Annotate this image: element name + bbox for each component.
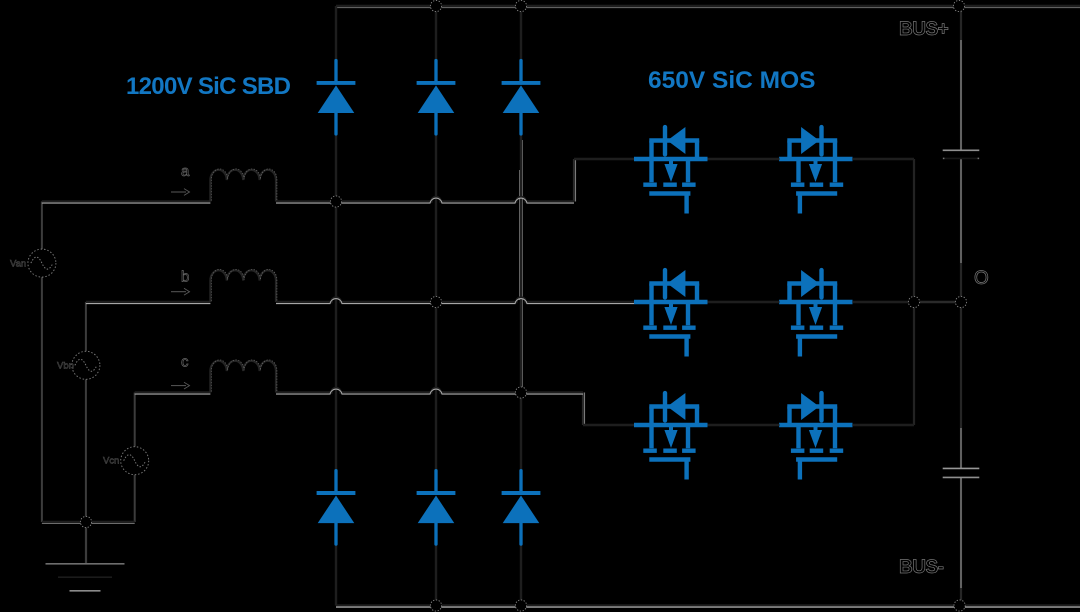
svg-text:b: b: [181, 269, 189, 286]
svg-text:Vcn: Vcn: [103, 456, 119, 467]
svg-text:c: c: [181, 354, 189, 371]
svg-text:650V SiC MOS: 650V SiC MOS: [648, 67, 815, 94]
svg-text:BUS+: BUS+: [899, 19, 949, 40]
svg-text:BUS-: BUS-: [899, 557, 944, 578]
svg-text:Van: Van: [10, 259, 26, 270]
svg-text:O: O: [974, 268, 989, 289]
svg-text:Vbn: Vbn: [57, 361, 74, 372]
svg-text:1200V SiC SBD: 1200V SiC SBD: [126, 73, 291, 100]
svg-text:a: a: [181, 163, 190, 180]
